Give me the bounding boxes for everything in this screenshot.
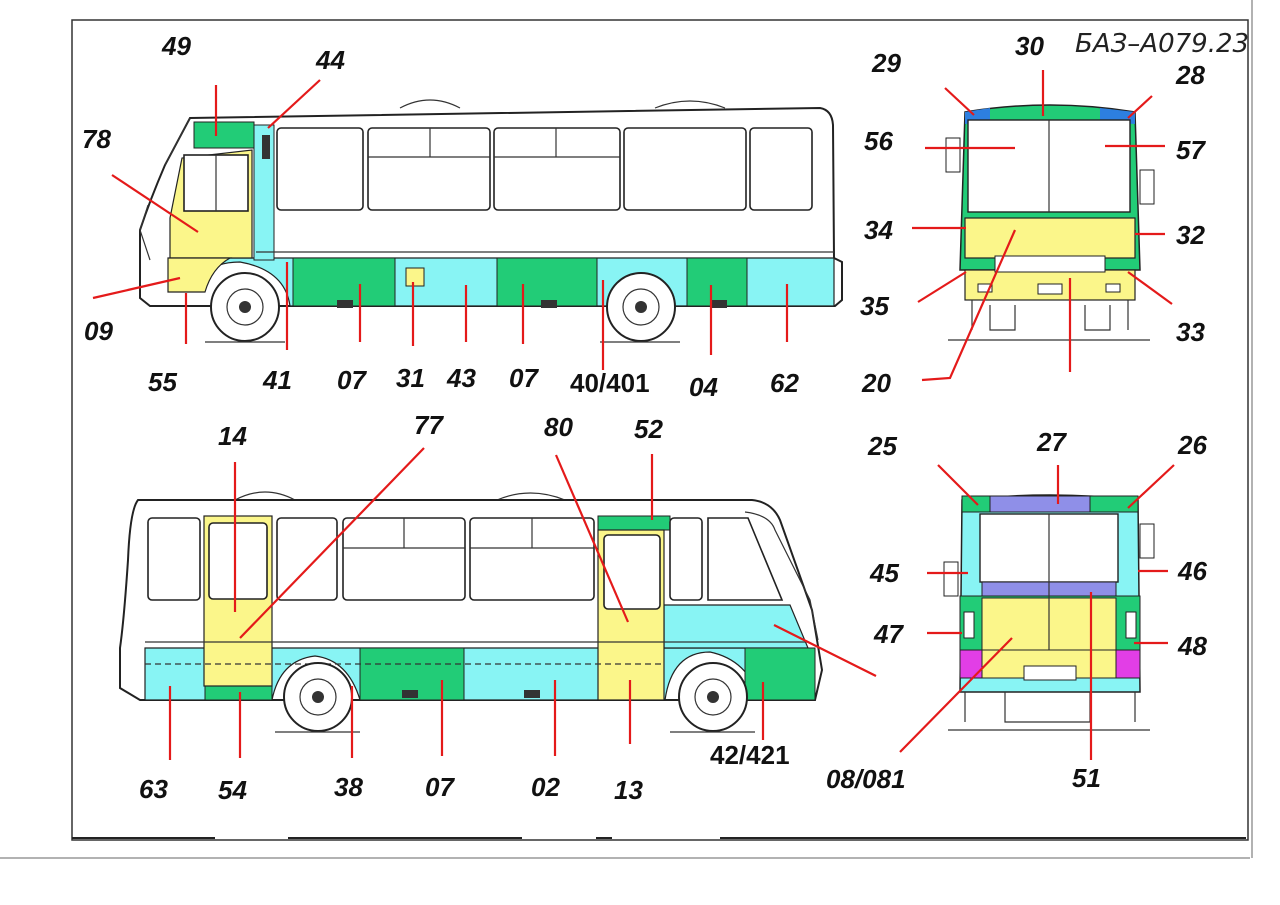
label-28: 28	[1175, 60, 1205, 90]
label-48: 48	[1177, 631, 1207, 661]
label-30: 30	[1015, 31, 1044, 61]
right-panel-green-42	[744, 647, 816, 701]
label-31: 31	[396, 363, 425, 393]
label-80: 80	[544, 412, 573, 442]
label-25: 25	[867, 431, 897, 461]
front-grille	[994, 255, 1106, 273]
left-body-outline	[139, 106, 843, 307]
label-78: 78	[82, 124, 111, 154]
left-panel-green-04	[686, 257, 748, 307]
rear-leaders	[899, 464, 1175, 760]
front-view	[945, 104, 1155, 341]
left-side-view	[139, 99, 843, 343]
left-fuel-flap	[405, 267, 425, 287]
right-side-labels: 14 77 80 52 63 54 38 07 02 13 42/421	[139, 410, 790, 805]
front-labels: 29 30 28 56 57 34 32 35 33 20	[860, 31, 1206, 398]
left-front-corner-yellow	[167, 257, 233, 293]
label-77: 77	[414, 410, 444, 440]
left-cab-roof-green	[193, 121, 255, 149]
left-panel-green-07b	[496, 257, 598, 307]
label-07-left-b: 07	[509, 363, 539, 393]
left-panel-green-07a	[292, 257, 396, 307]
right-roof-green	[597, 515, 671, 531]
label-09: 09	[84, 316, 113, 346]
label-42-421: 42/421	[710, 740, 790, 770]
label-08-081: 08/081	[826, 764, 906, 794]
label-07-left-a: 07	[337, 365, 367, 395]
label-47: 47	[873, 619, 904, 649]
label-56: 56	[864, 126, 893, 156]
label-26: 26	[1177, 430, 1207, 460]
label-27: 27	[1036, 427, 1067, 457]
sheet-frame	[71, 19, 1249, 841]
left-side-leaders	[92, 79, 789, 370]
label-35: 35	[860, 291, 889, 321]
label-57: 57	[1176, 135, 1206, 165]
label-45: 45	[869, 558, 899, 588]
label-32: 32	[1176, 220, 1205, 250]
label-44: 44	[315, 45, 345, 75]
label-49: 49	[161, 31, 191, 61]
front-cowl-yellow	[964, 217, 1136, 259]
label-54: 54	[218, 775, 247, 805]
left-vent-grille	[262, 135, 270, 159]
label-04: 04	[689, 372, 718, 402]
right-side-view	[119, 491, 824, 733]
right-side-leaders	[168, 447, 877, 760]
right-body-outline	[119, 499, 824, 701]
left-side-labels: 49 44 78 09 55 41 07 31 43 07 40/401 04 …	[82, 31, 799, 402]
label-29: 29	[871, 48, 901, 78]
label-34: 34	[864, 215, 893, 245]
label-38: 38	[334, 772, 363, 802]
rear-view	[943, 494, 1155, 731]
label-02: 02	[531, 772, 560, 802]
label-20: 20	[861, 368, 891, 398]
front-leaders	[912, 70, 1173, 382]
label-52: 52	[634, 414, 663, 444]
label-40-401: 40/401	[570, 368, 650, 398]
label-14: 14	[218, 421, 247, 451]
label-46: 46	[1177, 556, 1207, 586]
rear-labels: 25 27 26 45 46 47 48 08/081 51	[826, 427, 1207, 794]
label-62: 62	[770, 368, 799, 398]
model-code: БАЗ–А079.23	[1075, 29, 1249, 59]
label-41: 41	[262, 365, 292, 395]
label-07-right: 07	[425, 772, 455, 802]
label-55: 55	[148, 367, 177, 397]
label-33: 33	[1176, 317, 1205, 347]
label-63: 63	[139, 774, 168, 804]
rear-top-purple	[989, 495, 1091, 513]
label-13: 13	[614, 775, 643, 805]
label-43: 43	[446, 363, 476, 393]
label-51: 51	[1072, 763, 1101, 793]
